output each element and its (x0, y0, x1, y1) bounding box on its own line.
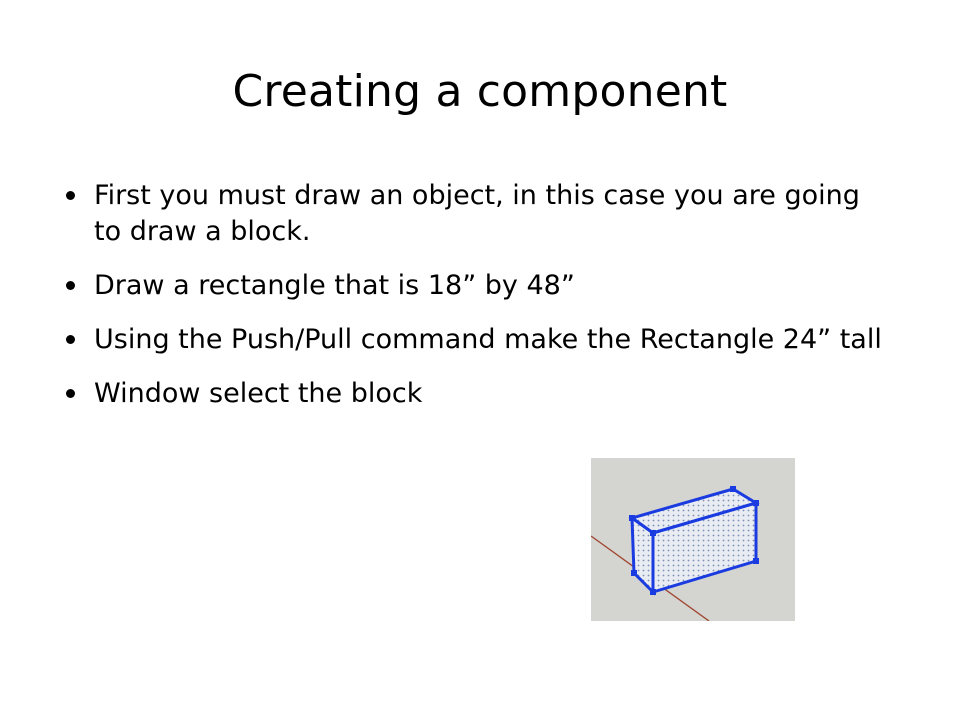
bullet-text: Draw a rectangle that is 18” by 48” (94, 270, 575, 301)
bullet-list: First you must draw an object, in this c… (66, 178, 886, 430)
bullet-text: Using the Push/Pull command make the Rec… (94, 324, 882, 355)
bullet-text: Window select the block (94, 378, 423, 409)
bullet-dot-icon (66, 191, 75, 200)
vertex-markers (629, 486, 759, 595)
selected-block-icon (590, 458, 795, 622)
bullet-item: Window select the block (66, 376, 886, 412)
selected-block-image (590, 458, 795, 622)
bullet-item: First you must draw an object, in this c… (66, 178, 886, 250)
bullet-text: First you must draw an object, in this c… (94, 180, 860, 247)
bullet-dot-icon (66, 389, 75, 398)
slide-title: Creating a component (232, 66, 728, 117)
bullet-item: Using the Push/Pull command make the Rec… (66, 322, 886, 358)
bullet-dot-icon (66, 335, 75, 344)
bullet-dot-icon (66, 281, 75, 290)
bullet-item: Draw a rectangle that is 18” by 48” (66, 268, 886, 304)
